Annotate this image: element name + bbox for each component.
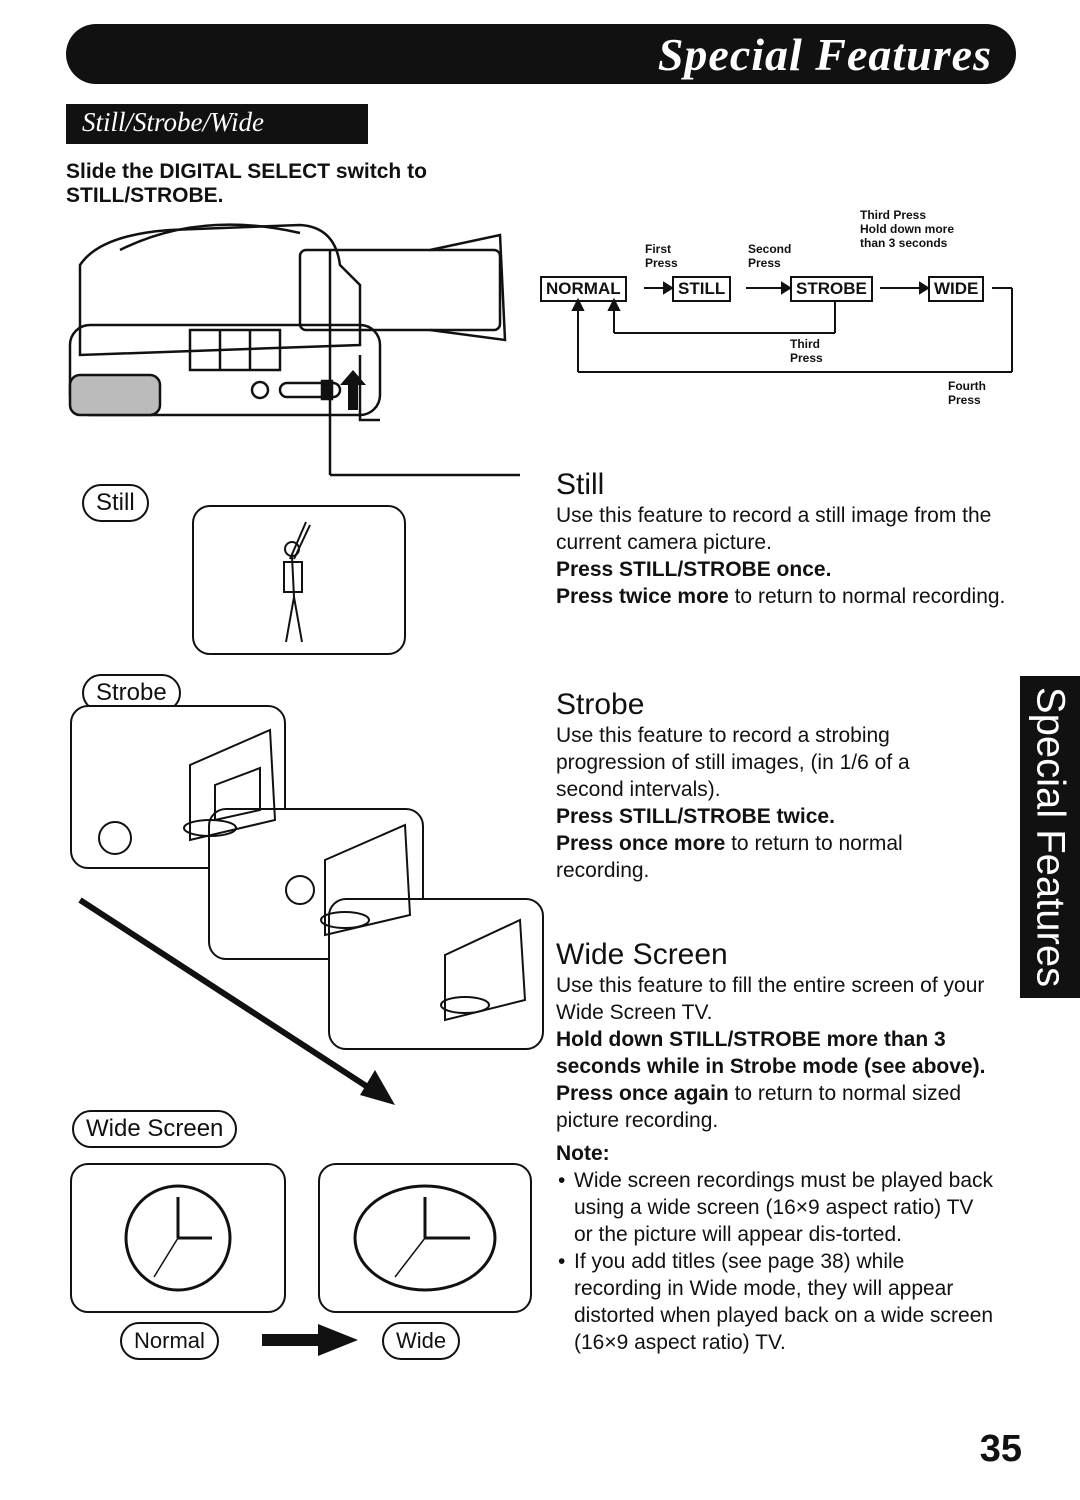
fourth-press-line2: Press [948,393,981,407]
page-header: Special Features [66,24,1016,84]
wide-label-pill: Wide [382,1322,461,1360]
section-title: Still/Strobe/Wide [82,107,264,137]
mode-diagram: Third Press Hold down more than 3 second… [540,200,1020,420]
third-press-line1: Third [790,337,820,351]
side-tab: Special Features [1020,676,1080,998]
third-press-hold-line2: Hold down more [860,222,954,236]
normal-clock-frame [70,1163,286,1313]
still-return-rest: to return to normal recording. [728,585,1006,608]
third-press-line2: Press [790,351,823,365]
camcorder-illustration [68,223,520,477]
notes-list: Wide screen recordings must be played ba… [556,1167,996,1356]
mode-still: STILL [672,276,732,302]
normal-clock [124,1184,232,1292]
note-item-2: If you add titles (see page 38) while re… [556,1248,996,1356]
note-item-1: Wide screen recordings must be played ba… [556,1167,996,1248]
still-instruction: Press STILL/STROBE once. [556,558,832,581]
mode-flow-arrows [571,281,1013,373]
still-body: Use this feature to record a still image… [556,504,992,554]
mode-wide: WIDE [928,276,985,302]
fourth-press-line1: Fourth [948,379,986,393]
wide-section: Wide Screen Use this feature to fill the… [556,938,1022,1356]
second-press-line2: Press [748,256,781,270]
still-title: Still [556,468,605,501]
third-press-hold-line1: Third Press [860,208,927,222]
strobe-illustration [78,728,527,1105]
strobe-section: Strobe Use this feature to record a stro… [556,688,976,884]
first-press-line1: First [645,242,672,256]
page-number: 35 [979,1428,1022,1470]
note-title: Note: [556,1142,610,1165]
section-header: Still/Strobe/Wide [66,104,368,144]
strobe-body: Use this feature to record a strobing pr… [556,724,910,801]
normal-label-pill: Normal [120,1322,219,1360]
intro-text: Slide the DIGITAL SELECT switch to STILL… [66,160,427,207]
wide-return-bold: Press once again [556,1082,729,1105]
mode-strobe: STROBE [790,276,873,302]
wide-body: Use this feature to fill the entire scre… [556,974,985,1024]
strobe-title: Strobe [556,688,645,721]
wide-return: Press once again to return to normal siz… [556,1080,1022,1134]
page-title: Special Features [657,29,992,80]
strobe-return-rest: to return to normal recording. [556,832,903,882]
third-press-hold-line3: than 3 seconds [860,236,948,250]
wide-return-rest: to return to normal sized picture record… [556,1082,962,1132]
basketball-player-figure [283,521,311,643]
wide-screen-label-pill: Wide Screen [72,1110,238,1148]
strobe-return-bold: Press once more [556,832,726,855]
wide-clock-frame [318,1163,532,1313]
strobe-return: Press once more to return to normal reco… [556,830,976,884]
wide-title: Wide Screen [556,938,728,971]
still-label-pill: Still [82,484,149,522]
still-image-frame [192,505,406,655]
wide-clock [353,1184,497,1292]
mode-normal: NORMAL [540,276,627,302]
strobe-frame-3 [328,898,544,1050]
strobe-instruction: Press STILL/STROBE twice. [556,805,835,828]
still-section: Still Use this feature to record a still… [556,468,1016,610]
wide-instruction: Hold down STILL/STROBE more than 3 secon… [556,1028,986,1078]
second-press-line1: Second [748,242,792,256]
still-return-bold: Press twice more [556,585,729,608]
side-tab-label: Special Features [1028,686,1073,988]
right-arrow-icon [262,1324,358,1356]
first-press-line2: Press [645,256,678,270]
still-return: Press twice more to return to normal rec… [556,583,1016,610]
